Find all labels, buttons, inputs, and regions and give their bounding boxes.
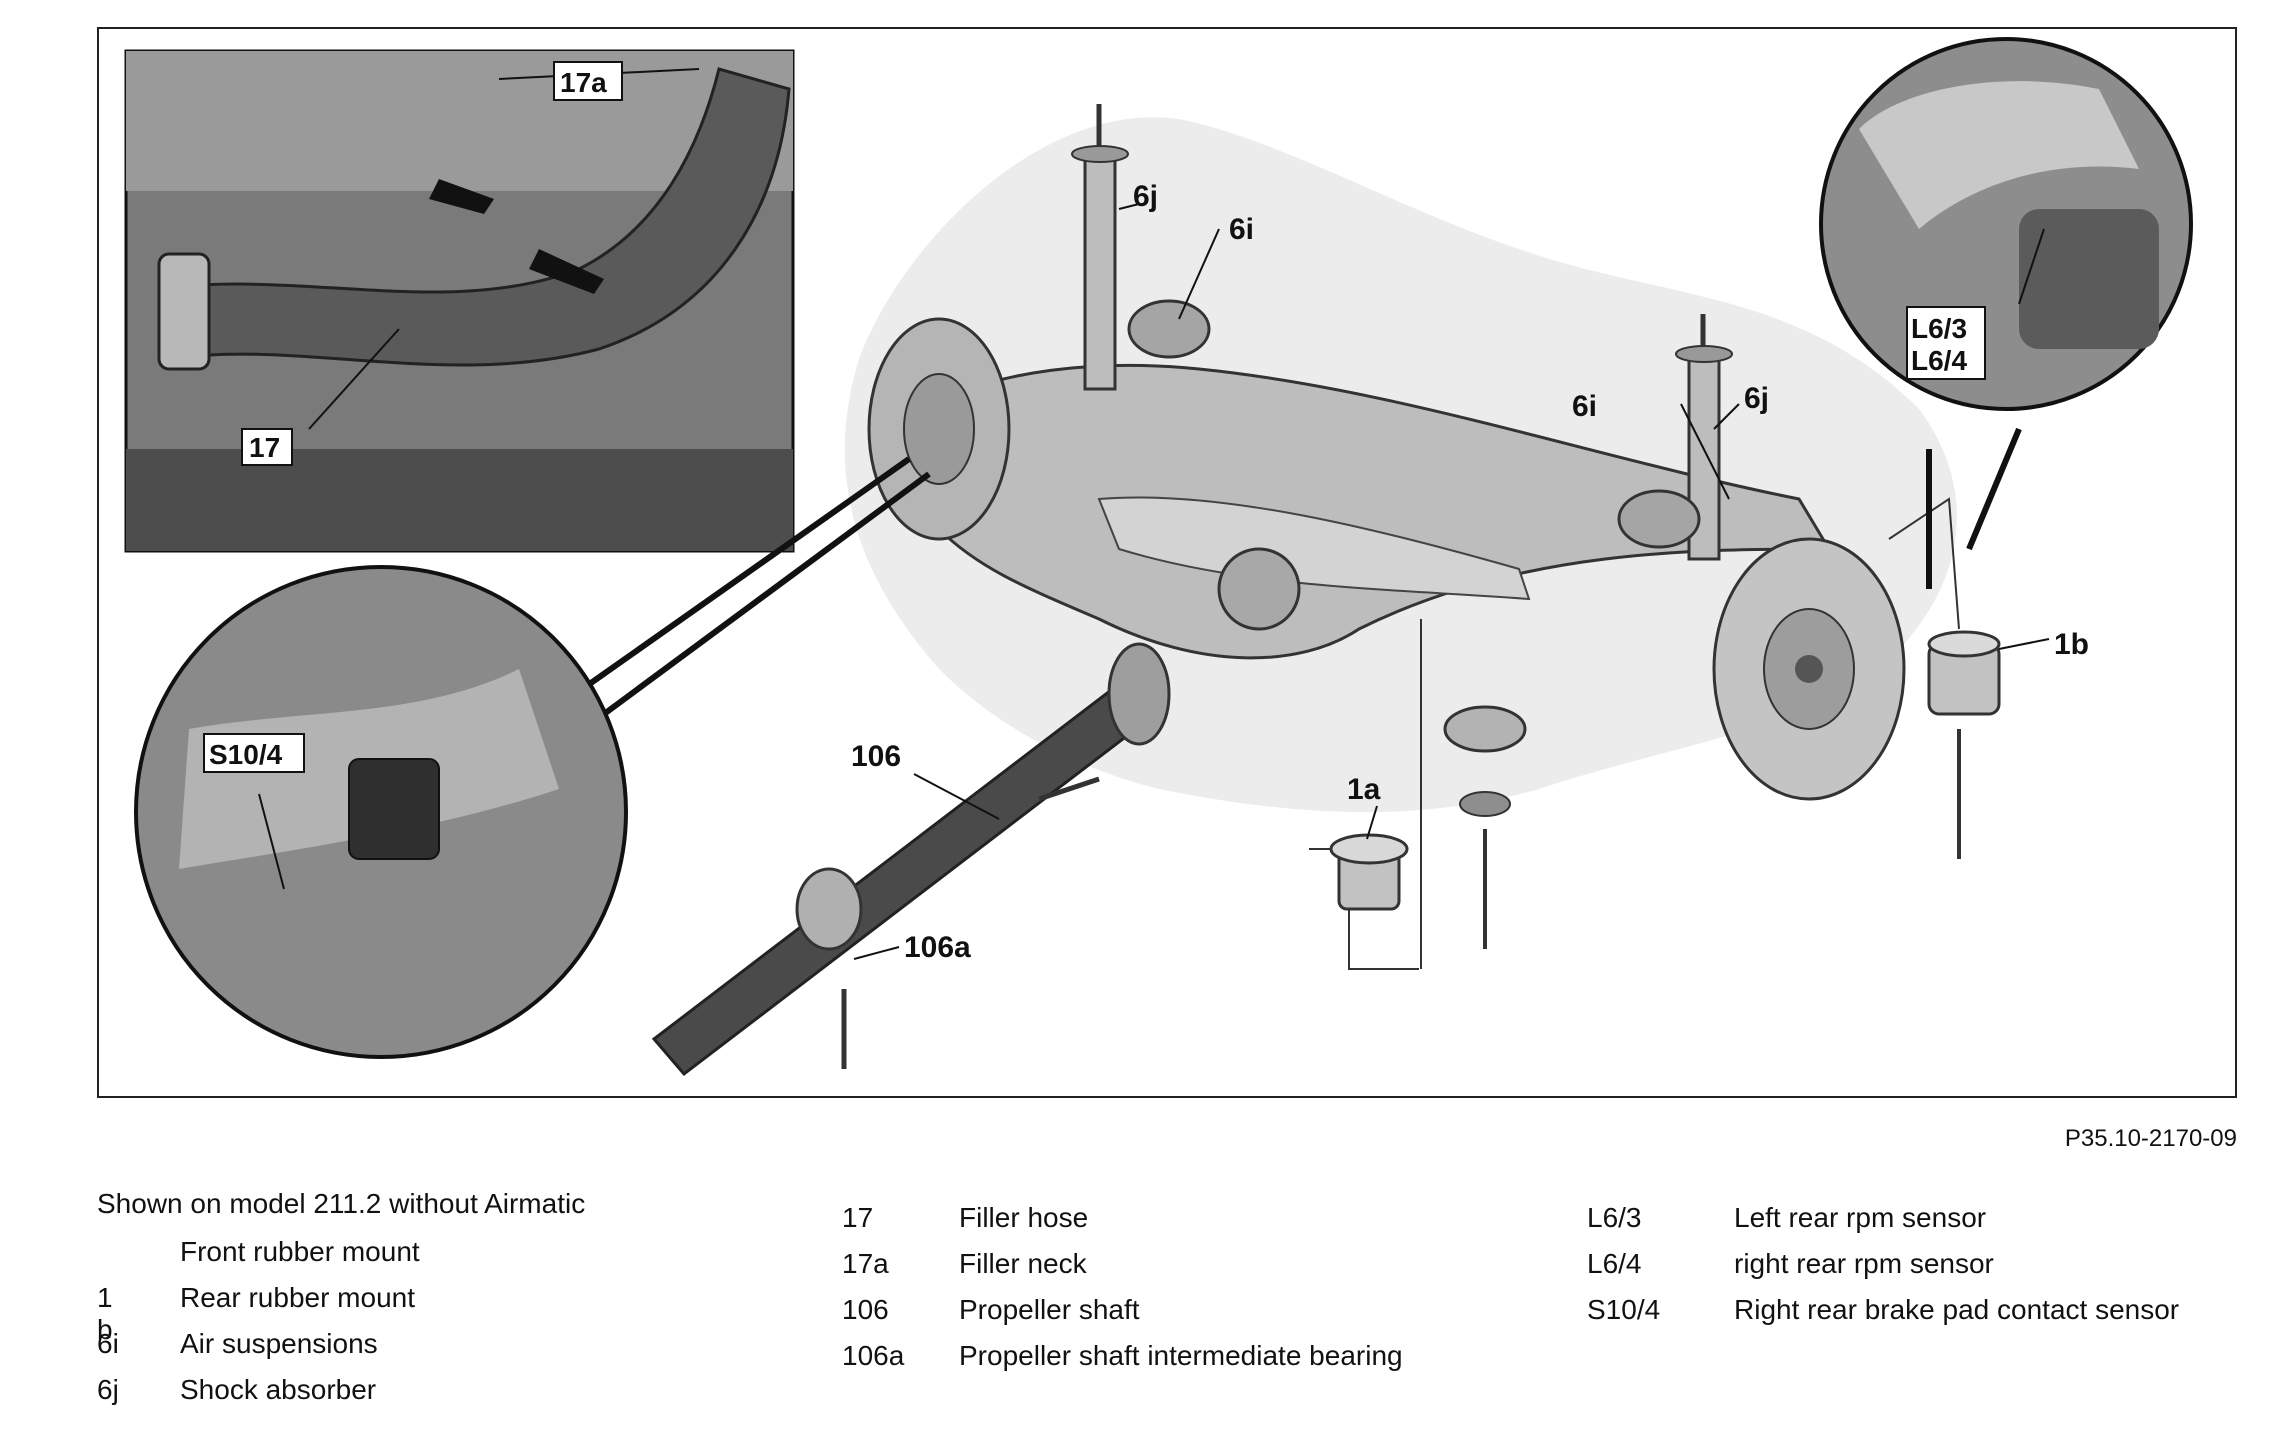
- legend-description: right rear rpm sensor: [1734, 1248, 1994, 1279]
- rear-axle-illustration: 17a 17 S10/4 6j 6i 6i 6j L6/3 L6/4 1b 1a…: [124, 37, 2193, 1077]
- intermediate-bearing: [795, 867, 863, 951]
- callout-l6-4: L6/4: [1911, 345, 1967, 376]
- callout-1b: 1b: [2054, 628, 2089, 661]
- caption-title: Shown on model 211.2 without Airmatic: [97, 1188, 586, 1219]
- callout-6j-left: 6j: [1133, 180, 1158, 213]
- inset-photo-brake-sensor: [134, 456, 931, 1059]
- legend-description: Filler neck: [959, 1248, 1087, 1279]
- legend-description: Rear rubber mount: [180, 1282, 416, 1313]
- callout-s10-4: S10/4: [209, 739, 283, 770]
- arrow-pointer: [529, 249, 604, 294]
- callout-106a: 106a: [904, 931, 971, 964]
- callout-6i-left: 6i: [1229, 213, 1254, 246]
- legend-code: 17a: [842, 1248, 889, 1279]
- air-suspension-right: [1617, 489, 1701, 549]
- front-rubber-mount: [1309, 619, 1527, 970]
- callout-17a: 17a: [560, 67, 607, 98]
- legend-description: Front rubber mount: [180, 1236, 420, 1267]
- inset-photo-filler-hose: [124, 49, 795, 553]
- inset-photo-rpm-sensor: [1819, 37, 2193, 589]
- propeller-shaft: [651, 642, 1171, 1077]
- legend-description: Shock absorber: [180, 1374, 377, 1405]
- differential-mount: [1217, 547, 1301, 631]
- air-suspension-left: [1127, 299, 1211, 359]
- legend-code: S10/4: [1587, 1294, 1661, 1325]
- legend-code: 6i: [97, 1328, 119, 1359]
- legend-code: L6/3: [1587, 1202, 1642, 1233]
- shock-absorber-left: [1071, 104, 1129, 391]
- arrow-pointer: [429, 179, 494, 214]
- filler-hose: [157, 67, 791, 367]
- legend-code: 106: [842, 1294, 889, 1325]
- callout-1a: 1a: [1347, 773, 1381, 806]
- legend-description: Propeller shaft intermediate bearing: [959, 1340, 1403, 1371]
- legend-code: 106a: [842, 1340, 905, 1371]
- leader-lines: [853, 203, 2050, 960]
- legend-description: Right rear brake pad contact sensor: [1734, 1294, 2180, 1325]
- callout-17: 17: [249, 432, 280, 463]
- legend-code: 17: [842, 1202, 874, 1233]
- legend-code: 6j: [97, 1374, 119, 1405]
- left-wheel-hub: [867, 317, 1011, 541]
- legend-description: Air suspensions: [180, 1328, 378, 1359]
- rear-subframe: [917, 363, 1832, 660]
- callout-6j-right: 6j: [1744, 382, 1769, 415]
- figure-reference-code: P35.10-2170-09: [2064, 1125, 2237, 1152]
- legend-code: L6/4: [1587, 1248, 1642, 1279]
- legend-description: Propeller shaft: [959, 1294, 1140, 1325]
- legend-description: Left rear rpm sensor: [1734, 1202, 1987, 1233]
- diagram-figure: 17a 17 S10/4 6j 6i 6i 6j L6/3 L6/4 1b 1a…: [97, 27, 2237, 1098]
- rear-rubber-mount: [1888, 497, 2001, 859]
- legend-code: 1 b: [97, 1282, 113, 1345]
- legend-description: Filler hose: [959, 1202, 1089, 1233]
- right-brake-disc: [1712, 537, 1906, 801]
- callout-l6-3: L6/3: [1911, 313, 1967, 344]
- callout-106: 106: [851, 740, 901, 773]
- callout-6i-right: 6i: [1572, 390, 1597, 423]
